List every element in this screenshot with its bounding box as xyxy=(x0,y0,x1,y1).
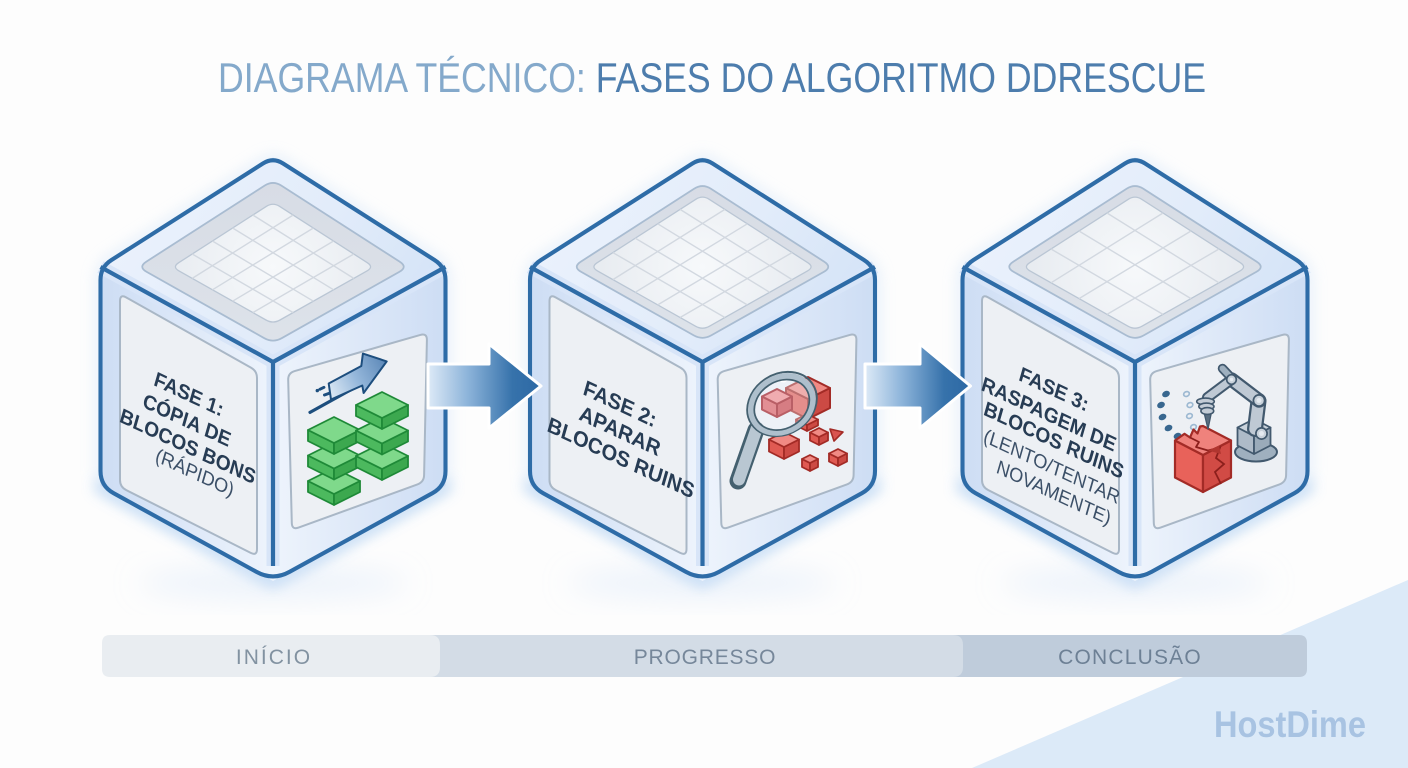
svg-text:CONCLUSÃO: CONCLUSÃO xyxy=(1058,645,1202,669)
svg-text:DIAGRAMA TÉCNICO: FASES DO ALG: DIAGRAMA TÉCNICO: FASES DO ALGORITMO DDR… xyxy=(218,54,1206,101)
svg-text:HostDime: HostDime xyxy=(1214,704,1366,745)
svg-text:PROGRESSO: PROGRESSO xyxy=(634,646,777,669)
svg-text:INÍCIO: INÍCIO xyxy=(236,646,312,669)
